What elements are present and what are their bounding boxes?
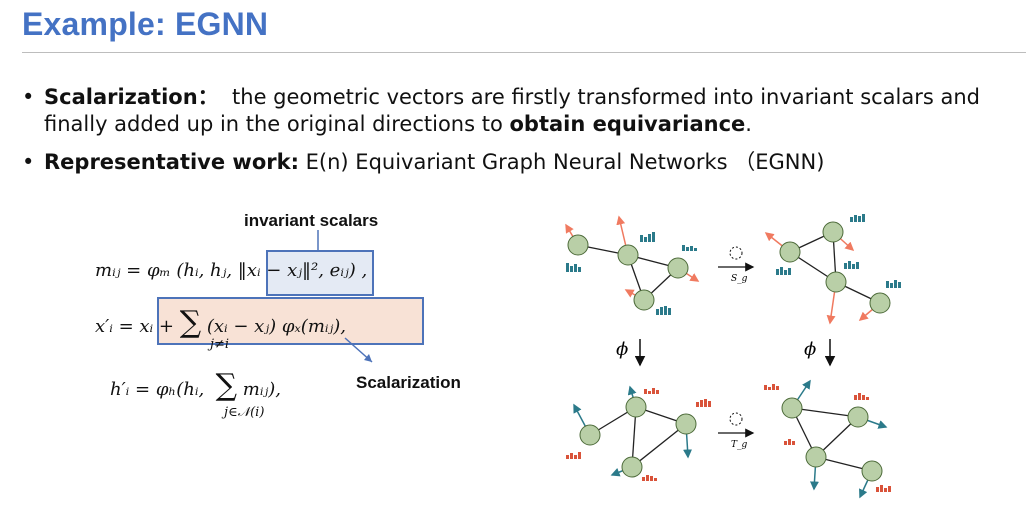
slide-title: Example: EGNN bbox=[22, 6, 269, 42]
equation-coordinate-update: x′ᵢ = xᵢ + ∑ (xᵢ − xⱼ) φₓ(mᵢⱼ), bbox=[95, 305, 346, 340]
eq2-lhs: x′ᵢ = xᵢ + bbox=[95, 316, 180, 337]
eq3-lhs: h′ᵢ = φₕ(hᵢ, bbox=[110, 379, 205, 400]
bullet-dot: • bbox=[22, 150, 35, 174]
label-scalarization: Scalarization bbox=[356, 373, 461, 392]
graph-top-left bbox=[565, 215, 700, 315]
eq3-subscript: j∈𝒩(i) bbox=[224, 405, 265, 420]
equation-feature-update: h′ᵢ = φₕ(hᵢ, ∑ mᵢⱼ), bbox=[110, 368, 281, 403]
sg-operation: S_g bbox=[718, 246, 755, 284]
svg-text:ϕ: ϕ bbox=[616, 339, 628, 360]
eq2-rhs: (xᵢ − xⱼ) φₓ(mᵢⱼ), bbox=[206, 316, 347, 337]
bullet-bold: Scalarization： bbox=[44, 85, 219, 109]
svg-text:ϕ: ϕ bbox=[804, 339, 816, 360]
bullet-bold: Representative work: bbox=[44, 150, 299, 174]
tg-operation: T_g bbox=[718, 412, 755, 450]
invariant-scalar-highlight bbox=[266, 250, 374, 296]
title-divider bbox=[22, 52, 1026, 53]
graph-bottom-right bbox=[764, 379, 891, 499]
graph-top-right bbox=[764, 214, 901, 325]
bullet-line1: E(n) Equivariant Graph Neural Networks （… bbox=[298, 150, 825, 174]
sg-label: S_g bbox=[731, 274, 748, 284]
tg-label: T_g bbox=[731, 440, 748, 450]
bullet-text: Scalarization： the geometric vectors are… bbox=[44, 84, 980, 138]
egnn-equivariance-diagram: S_g ϕ ϕ T_g bbox=[565, 214, 901, 499]
bullet-text: Representative work: E(n) Equivariant Gr… bbox=[44, 149, 824, 176]
bullet-bold2: obtain equivariance bbox=[509, 112, 746, 136]
bullet-line2: finally added up in the original directi… bbox=[44, 112, 510, 136]
eq2-sum: ∑ bbox=[179, 305, 202, 340]
bullet-line1: the geometric vectors are firstly transf… bbox=[232, 85, 981, 109]
eq2-subscript: j≠i bbox=[210, 337, 230, 352]
graph-bottom-left bbox=[566, 385, 711, 481]
eq3-rhs: mᵢⱼ), bbox=[242, 379, 281, 400]
phi-right: ϕ bbox=[804, 339, 836, 367]
phi-left: ϕ bbox=[616, 339, 646, 367]
label-invariant-scalars: invariant scalars bbox=[244, 211, 379, 230]
equivariant-update-highlight bbox=[157, 297, 424, 345]
eq3-sum: ∑ bbox=[215, 368, 238, 403]
bullet-end: . bbox=[745, 112, 752, 136]
equation-message: mᵢⱼ = φₘ (hᵢ, hⱼ, ‖xᵢ − xⱼ‖², eᵢⱼ) , bbox=[95, 260, 368, 281]
bullet-dot: • bbox=[22, 85, 35, 109]
